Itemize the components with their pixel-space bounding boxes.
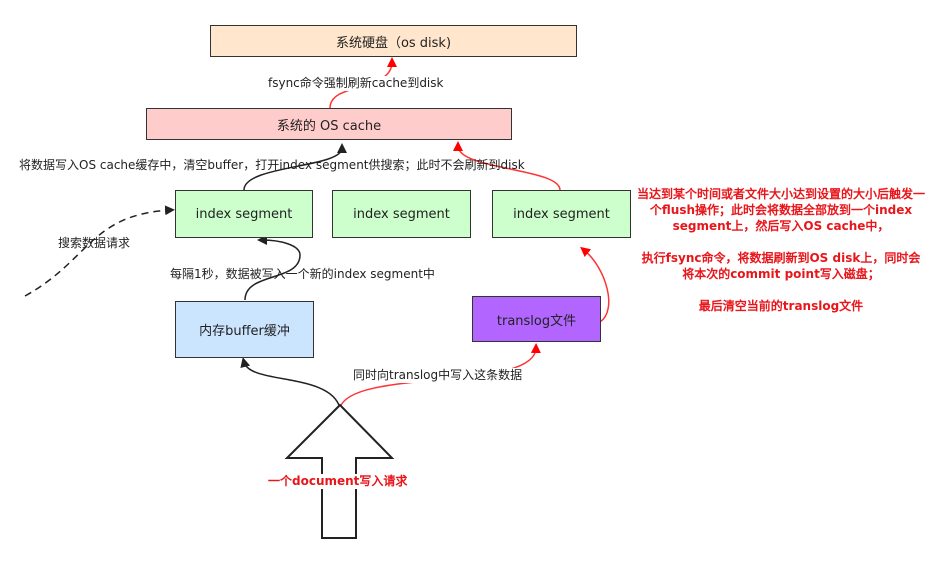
document-request-arrow bbox=[284, 403, 395, 539]
os-cache-node: 系统的 OS cache bbox=[146, 108, 512, 140]
index-segment-label-3: index segment bbox=[513, 206, 610, 222]
index-segment-node-2: index segment bbox=[332, 190, 471, 238]
segment-to-cache-connector bbox=[243, 143, 347, 191]
flush-note-3: 最后清空当前的translog文件 bbox=[698, 299, 864, 313]
search-request-label: 搜索数据请求 bbox=[58, 236, 131, 250]
memory-buffer-node: 内存buffer缓冲 bbox=[175, 301, 314, 358]
translog-to-segment-connector bbox=[580, 246, 610, 323]
index-segment-label-2: index segment bbox=[353, 206, 450, 222]
index-segment-node-3: index segment bbox=[492, 190, 631, 238]
search-request-connector bbox=[24, 205, 175, 297]
refresh-label: 每隔1秒，数据被写入一个新的index segment中 bbox=[170, 267, 435, 281]
os-cache-label: 系统的 OS cache bbox=[276, 118, 382, 134]
translog-node: translog文件 bbox=[472, 296, 601, 342]
flush-note-1: 当达到某个时间或者文件大小达到设置的大小后触发一个flush操作；此时会将数据全… bbox=[636, 187, 925, 233]
flush-note-2: 执行fsync命令，将数据刷新到OS disk上，同时会将本次的commit p… bbox=[641, 251, 921, 281]
index-segment-node-1: index segment bbox=[175, 190, 313, 238]
flush-notes: 当达到某个时间或者文件大小达到设置的大小后触发一个flush操作；此时会将数据全… bbox=[636, 186, 926, 314]
memory-buffer-label: 内存buffer缓冲 bbox=[199, 324, 290, 339]
index-segment-label-1: index segment bbox=[195, 206, 293, 222]
request-to-buffer-connector bbox=[240, 357, 341, 409]
os-disk-label: 系统硬盘（os disk) bbox=[335, 35, 452, 51]
fsync-label: fsync命令强制刷新cache到disk bbox=[268, 76, 444, 91]
write-to-cache-label: 将数据写入OS cache缓存中，清空buffer，打开index segmen… bbox=[19, 158, 525, 172]
os-disk-node: 系统硬盘（os disk) bbox=[210, 25, 577, 57]
translog-label: translog文件 bbox=[496, 313, 577, 329]
flush-to-cache-connector bbox=[453, 141, 561, 191]
document-request-label: 一个document写入请求 bbox=[268, 474, 408, 489]
buffer-to-segment-connector bbox=[244, 254, 301, 301]
write-translog-label: 同时向translog中写入这条数据 bbox=[353, 368, 523, 383]
